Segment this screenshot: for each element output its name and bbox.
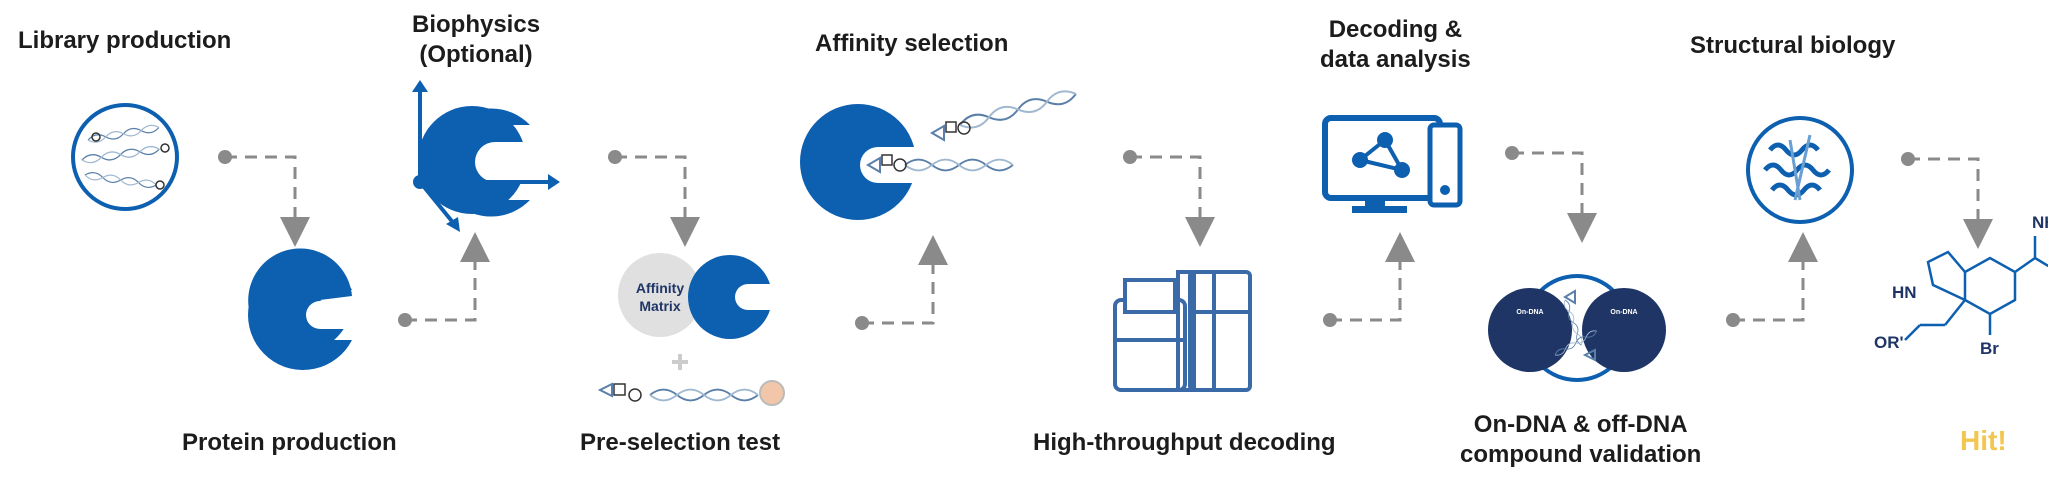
connector-5 <box>1130 155 1215 247</box>
connector-7 <box>1512 151 1597 243</box>
biophysics-line-2: (Optional) <box>419 41 533 68</box>
connector-1 <box>225 155 310 247</box>
pre-selection-icon: Affinity Matrix <box>597 253 785 406</box>
molecule-structure <box>1904 236 2048 341</box>
decoding-line-2: data analysis <box>1320 46 1471 73</box>
sequencer-icon <box>1113 270 1252 392</box>
connectors <box>225 151 1993 325</box>
hit-label: Hit! <box>1960 425 2007 456</box>
step-pre-selection-test: Pre-selection test <box>580 429 781 456</box>
molecule-labels: NHR O HN OR' Br <box>1874 213 2048 358</box>
step-structural-biology: Structural biology <box>1690 32 1896 59</box>
connector-3 <box>615 155 700 247</box>
step-biophysics: Biophysics (Optional) <box>412 10 540 70</box>
on-dna-left: On-DNA <box>1516 309 1543 316</box>
validation-line-1: On-DNA & off-DNA <box>1473 411 1688 438</box>
mol-or: OR' <box>1874 333 1904 352</box>
connector-6 <box>1330 232 1415 322</box>
on-dna-right: On-DNA <box>1610 309 1637 316</box>
protein-body <box>248 260 352 370</box>
decoding-line-1: Decoding & <box>1328 16 1463 43</box>
mol-hn: HN <box>1892 283 1917 302</box>
connector-2 <box>405 232 490 322</box>
step-compound-validation: On-DNA & off-DNA compound validation <box>1460 410 1701 470</box>
affinity-selection-icon <box>800 87 1079 220</box>
step-protein-production: Protein production <box>182 429 397 456</box>
step-high-throughput-decoding: High-throughput decoding <box>1033 429 1336 456</box>
step-decoding-analysis: Decoding & data analysis <box>1320 15 1471 75</box>
validation-line-2: compound validation <box>1460 441 1702 468</box>
biophysics-icon <box>412 80 560 232</box>
structural-biology-icon <box>1746 116 1854 224</box>
step-library-production: Library production <box>18 27 232 54</box>
computer-icon <box>1322 115 1463 213</box>
affinity-matrix-line-2: Matrix <box>639 298 680 314</box>
biophysics-line-1: Biophysics <box>412 11 541 38</box>
affinity-matrix-line-1: Affinity <box>636 280 684 296</box>
connector-8 <box>1733 232 1818 322</box>
connector-9 <box>1908 157 1993 249</box>
library-icon <box>71 103 179 211</box>
connector-dots <box>218 146 1915 330</box>
mol-nhr: NHR <box>2032 213 2048 232</box>
step-affinity-selection: Affinity selection <box>815 30 1009 57</box>
connector-4 <box>862 235 948 325</box>
validation-icon: On-DNA On-DNA <box>1488 274 1666 382</box>
mol-br: Br <box>1980 339 1999 358</box>
